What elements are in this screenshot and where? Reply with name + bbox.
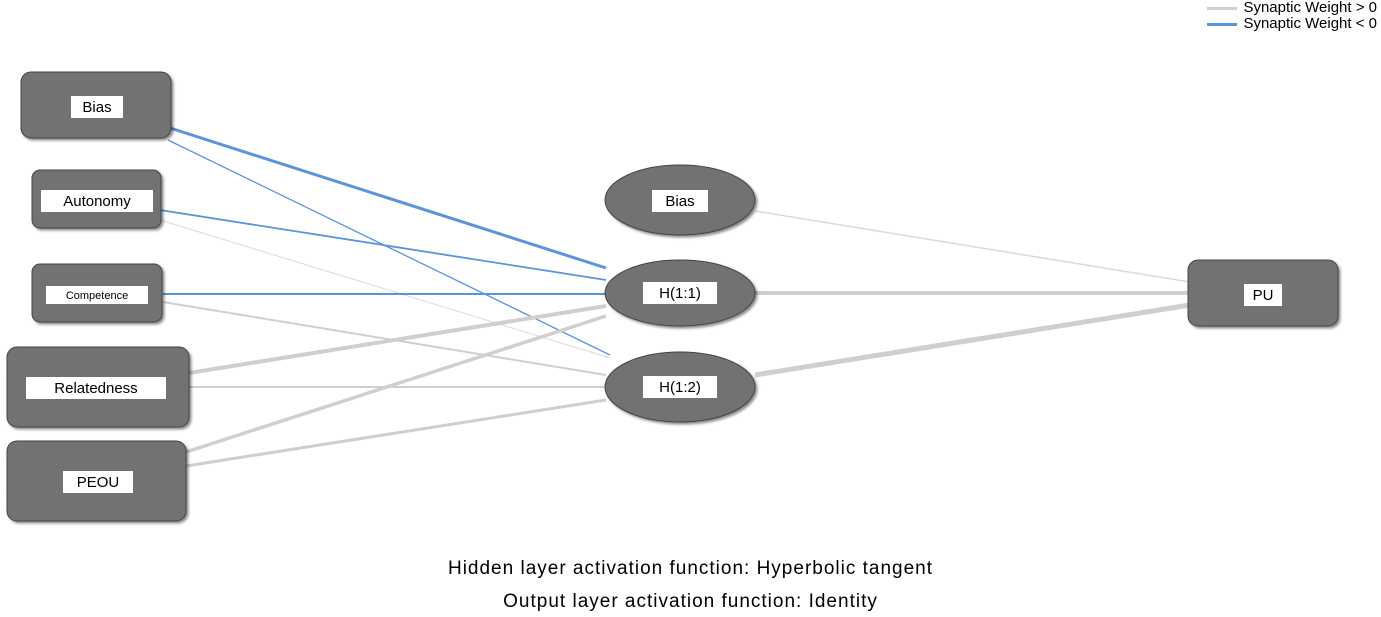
connections <box>159 126 1191 468</box>
edge-relatedness-h1 <box>188 304 607 375</box>
output-activation-caption: Output layer activation function: Identi… <box>503 591 878 612</box>
hidden-node-h1: H(1:1) <box>604 259 756 327</box>
hidden-node-bias-label: Bias <box>665 193 694 210</box>
input-node-autonomy-label: Autonomy <box>63 193 131 210</box>
input-node-relatedness-label: Relatedness <box>54 380 137 397</box>
hidden-node-h2: H(1:2) <box>604 351 756 423</box>
edge-autonomy-h2 <box>159 219 611 359</box>
input-node-autonomy: Autonomy <box>31 169 162 229</box>
legend-negative-swatch <box>1207 22 1238 26</box>
input-node-relatedness: Relatedness <box>6 346 190 428</box>
input-node-competence-label: Competence <box>66 290 128 302</box>
legend-positive-swatch <box>1207 6 1238 10</box>
legend-negative-label: Synaptic Weight < 0 <box>1243 15 1377 32</box>
output-node-pu: PU <box>1187 259 1339 327</box>
legend-negative: Synaptic Weight < 0 <box>1207 16 1377 32</box>
input-node-bias-label: Bias <box>82 99 111 116</box>
output-node-pu-label: PU <box>1253 287 1274 304</box>
legend: Synaptic Weight > 0 Synaptic Weight < 0 <box>1207 0 1377 32</box>
edge-peou-h1 <box>185 314 607 454</box>
hidden-node-bias: Bias <box>604 164 756 236</box>
hidden-node-h2-label: H(1:2) <box>659 379 701 396</box>
input-node-competence: Competence <box>31 263 163 323</box>
edge-autonomy-h1 <box>159 209 607 281</box>
edge-h2-pu <box>754 302 1191 378</box>
input-node-peou-label: PEOU <box>77 474 120 491</box>
hidden-node-h1-label: H(1:1) <box>659 285 701 302</box>
legend-positive: Synaptic Weight > 0 <box>1207 0 1377 16</box>
edge-hbias-pu <box>754 210 1191 283</box>
edge-peou-h2 <box>185 398 607 468</box>
edge-competence-h2 <box>162 301 607 376</box>
edge-bias-h1 <box>169 126 607 270</box>
input-node-peou: PEOU <box>6 440 187 522</box>
legend-positive-label: Synaptic Weight > 0 <box>1243 0 1377 16</box>
hidden-activation-caption: Hidden layer activation function: Hyperb… <box>447 558 934 579</box>
input-node-bias: Bias <box>20 71 172 139</box>
